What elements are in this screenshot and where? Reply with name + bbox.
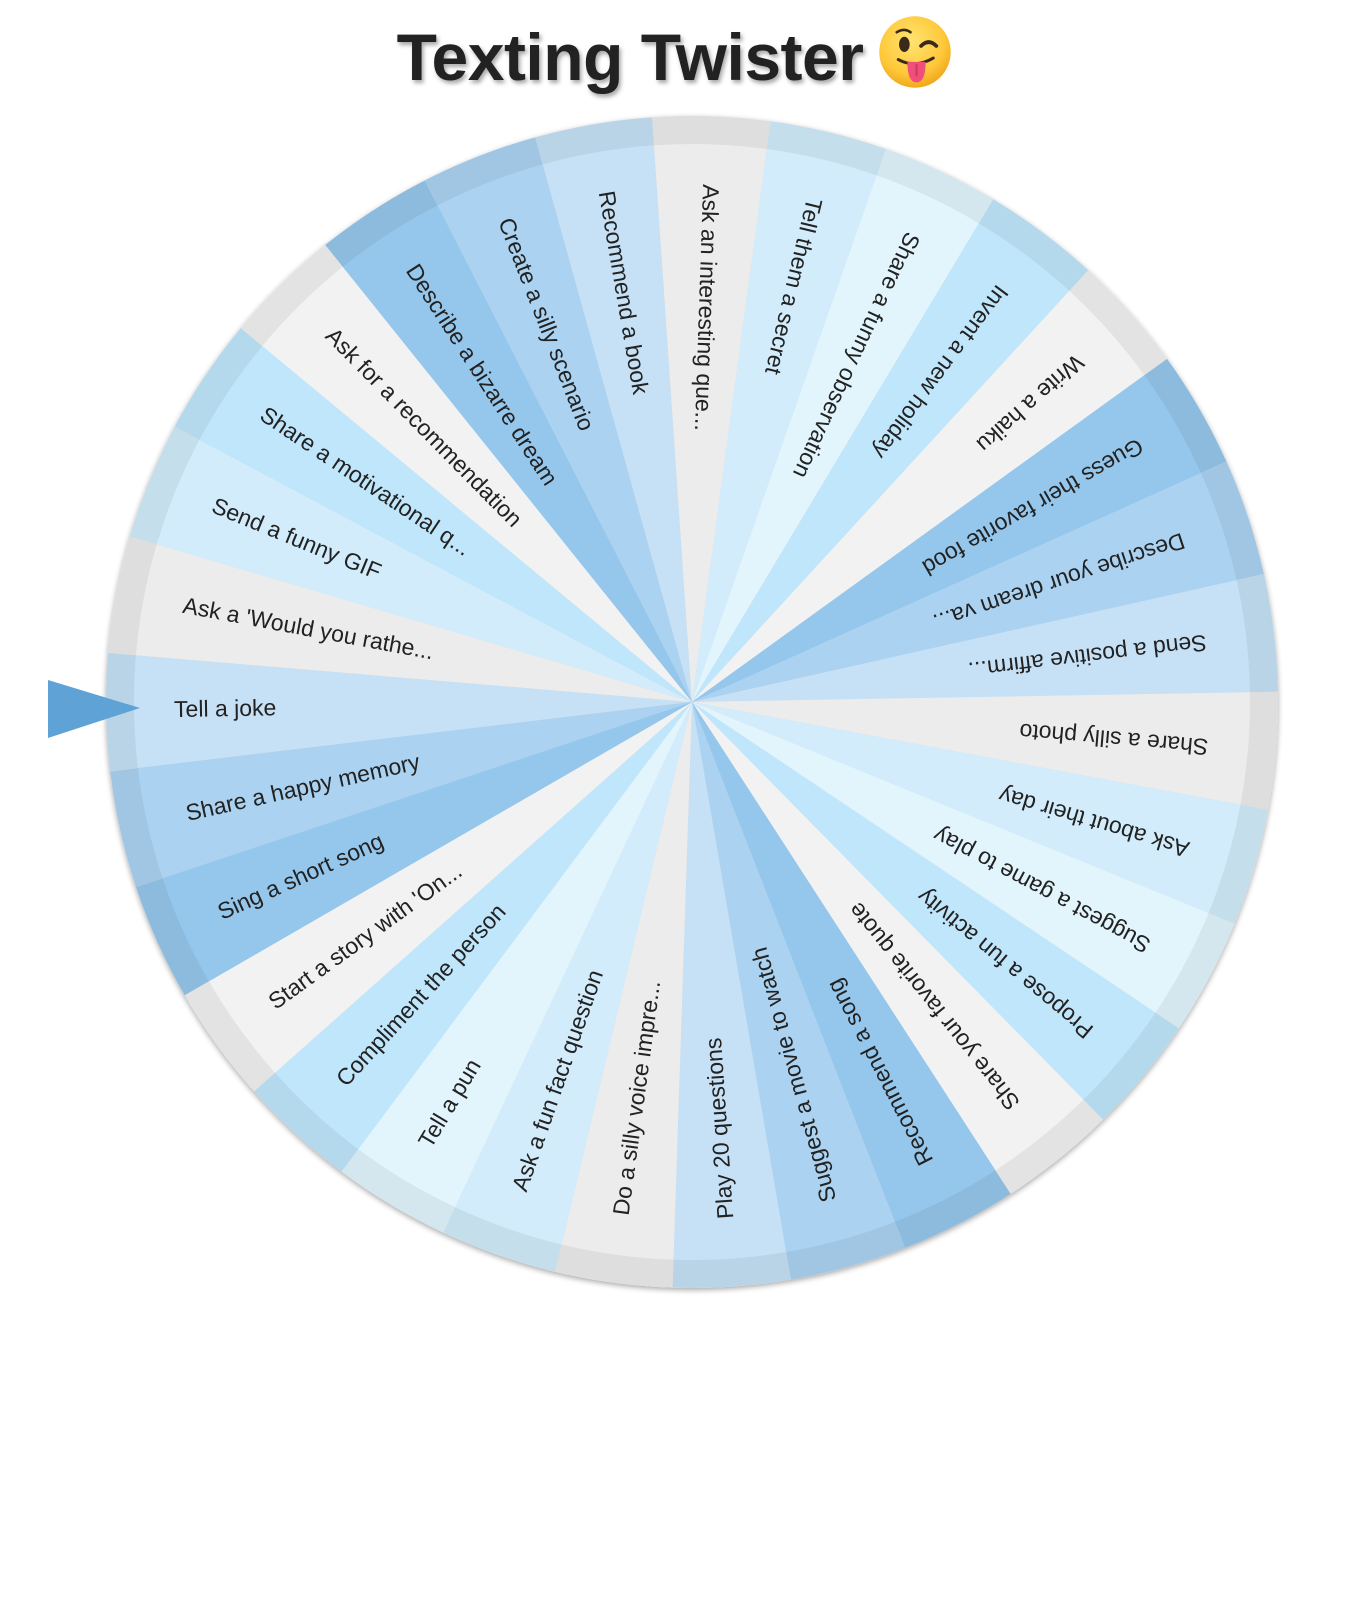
- wheel-segment[interactable]: [156, 439, 693, 702]
- wheel-segment[interactable]: [275, 702, 692, 1150]
- wheel-segment[interactable]: [692, 375, 1201, 702]
- wheel-segment[interactable]: [692, 702, 1156, 1100]
- wheel-segment[interactable]: [455, 702, 692, 1245]
- wheel-segment[interactable]: [137, 702, 693, 879]
- wheel-segment[interactable]: [134, 655, 693, 769]
- winking-face-with-tongue-icon: [879, 16, 952, 88]
- wheel-segment[interactable]: [437, 164, 692, 703]
- wheel-segment[interactable]: [673, 702, 787, 1260]
- wheel-segment[interactable]: [199, 345, 692, 702]
- wheel-segment-label: Tell a joke: [174, 694, 277, 722]
- wheel-segment[interactable]: [692, 223, 1070, 703]
- wheel-segment[interactable]: [692, 473, 1237, 702]
- wheel-segment[interactable]: [135, 544, 692, 702]
- wheel-segment[interactable]: [692, 702, 1241, 914]
- wheel-segment[interactable]: [692, 702, 1209, 1013]
- wheel-segment[interactable]: [358, 702, 692, 1208]
- pointer-arrow-icon: [48, 680, 140, 738]
- wheel-segment[interactable]: [692, 702, 895, 1253]
- title-text: Texting Twister: [396, 20, 864, 94]
- wheel-segment[interactable]: [162, 702, 692, 982]
- wheel-segment[interactable]: [692, 580, 1250, 702]
- wheel-segment[interactable]: [208, 702, 692, 1073]
- wheel-segment[interactable]: [692, 175, 979, 703]
- wheel-segment[interactable]: [692, 702, 996, 1222]
- wheel-segment[interactable]: [561, 702, 692, 1260]
- wheel-segment[interactable]: [692, 149, 877, 702]
- page-title: Texting Twister: [0, 14, 1350, 95]
- wheel-segment[interactable]: [692, 702, 1084, 1171]
- wheel-segment[interactable]: [692, 692, 1250, 805]
- wheel-segment[interactable]: [542, 145, 692, 702]
- wheel-segment[interactable]: [692, 290, 1145, 702]
- wheel-segment[interactable]: [342, 205, 692, 702]
- wheel-segment[interactable]: [654, 143, 767, 702]
- pointer: [48, 680, 140, 738]
- wheel-segment[interactable]: [262, 266, 692, 702]
